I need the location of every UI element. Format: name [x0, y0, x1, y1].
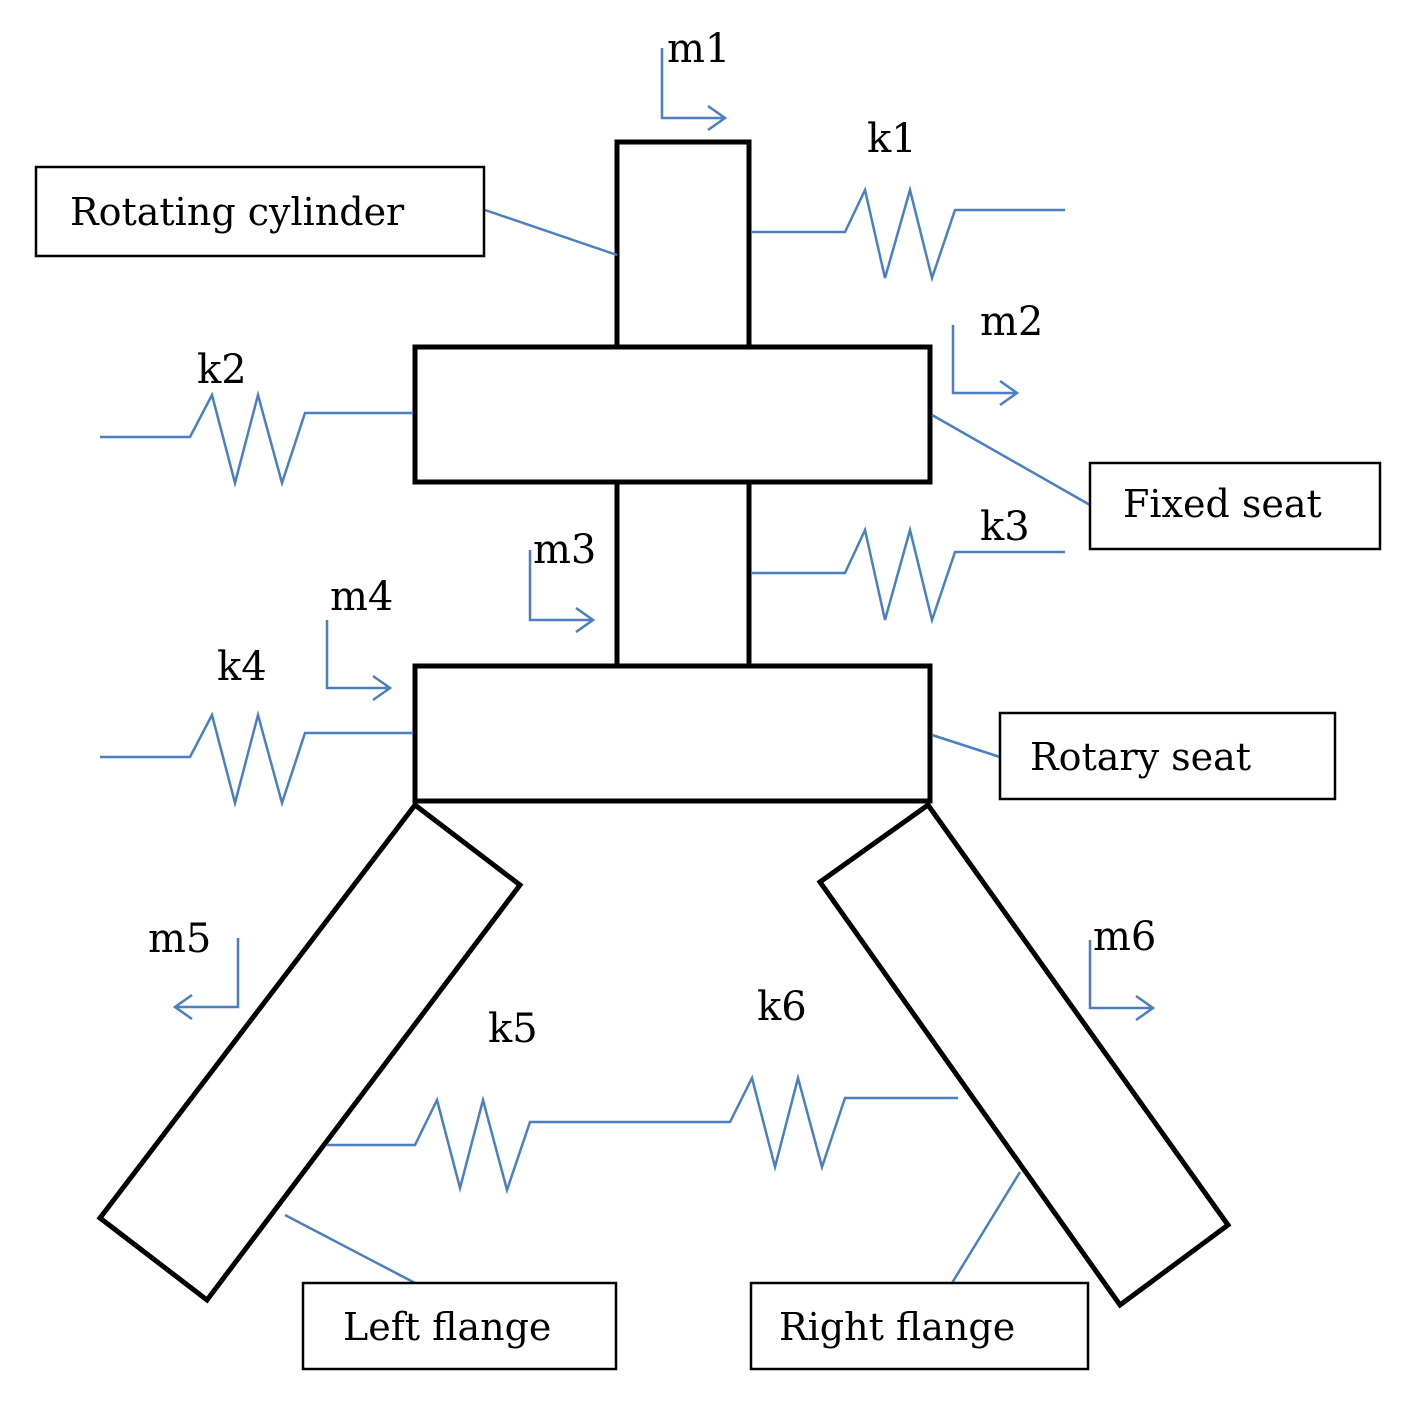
- callout-fixed-seat-text: Fixed seat: [1123, 482, 1322, 526]
- callout-right-flange: Right flange: [749, 1281, 1090, 1371]
- label-m5: m5: [148, 916, 211, 962]
- arrow-m6: [1088, 940, 1156, 1022]
- callout-rotary-seat: Rotary seat: [998, 711, 1337, 801]
- label-k5: k5: [488, 1006, 538, 1052]
- callout-rotating-cylinder: Rotating cylinder: [34, 165, 486, 258]
- callout-fixed-seat: Fixed seat: [1088, 461, 1382, 551]
- spring-k6: [640, 1073, 958, 1172]
- spring-k1: [751, 185, 1065, 283]
- callout-right-flange-text: Right flange: [779, 1305, 1015, 1349]
- label-m1: m1: [667, 26, 730, 72]
- right-flange-body: [816, 801, 1232, 1309]
- callout-rotary-seat-text: Rotary seat: [1030, 735, 1251, 779]
- rotary-seat-body: [412, 663, 933, 804]
- label-k1: k1: [867, 116, 917, 162]
- spring-k2: [100, 390, 413, 488]
- left-flange-body: [96, 801, 524, 1304]
- rotating-cylinder-body: [614, 139, 752, 350]
- callout-rotating-cylinder-text: Rotating cylinder: [70, 190, 405, 234]
- label-m3: m3: [533, 527, 596, 573]
- label-k2: k2: [197, 347, 247, 393]
- arrow-m5: [172, 938, 240, 1021]
- leader-rotary-seat: [931, 733, 1001, 759]
- callout-left-flange: Left flange: [301, 1281, 618, 1371]
- arrow-m4: [325, 620, 393, 702]
- fixed-seat-body: [412, 344, 933, 485]
- spring-k4: [100, 710, 413, 808]
- label-m2: m2: [980, 299, 1043, 345]
- label-k6: k6: [757, 984, 807, 1030]
- arrow-m2: [951, 325, 1020, 407]
- spring-k3: [751, 525, 1065, 625]
- label-k4: k4: [217, 644, 267, 690]
- arrow-m3: [528, 550, 596, 634]
- callout-left-flange-text: Left flange: [343, 1305, 551, 1349]
- arrow-m1: [660, 48, 728, 132]
- leader-fixed-seat: [931, 413, 1091, 507]
- leader-rotating-cylinder: [484, 208, 618, 257]
- label-k3: k3: [980, 504, 1030, 550]
- leader-right-flange: [950, 1171, 1022, 1284]
- label-m6: m6: [1093, 914, 1156, 960]
- label-m4: m4: [330, 574, 393, 620]
- leader-left-flange: [284, 1213, 416, 1285]
- shaft-body: [614, 479, 752, 669]
- spring-k5: [327, 1095, 640, 1195]
